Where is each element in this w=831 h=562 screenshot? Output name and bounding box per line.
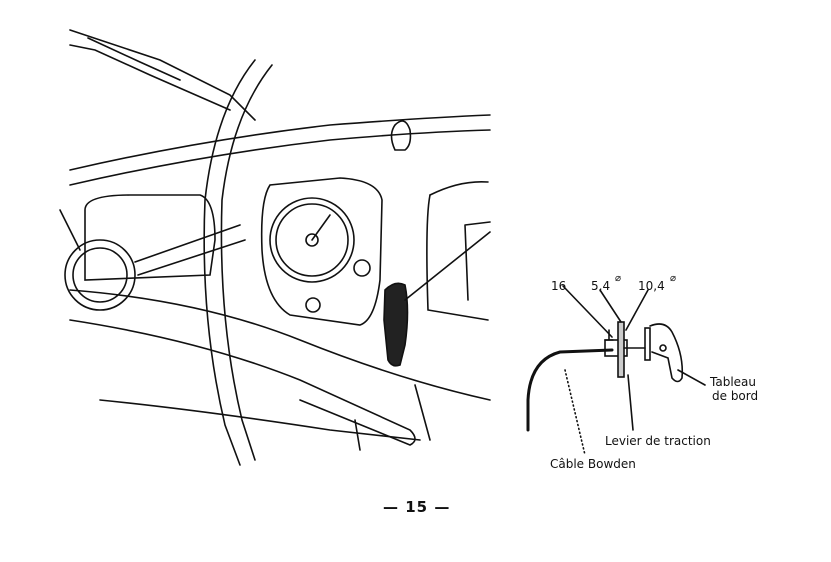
ventilation-knob (390, 120, 412, 151)
mechanism-detail (526, 285, 706, 456)
page-number: — 15 — (383, 498, 451, 516)
dashboard-panel (69, 177, 491, 451)
diameter-symbol-small: ⌀ (615, 273, 622, 284)
callout-diameter-small: 5,4 (591, 279, 611, 293)
callout-item-number: 16 (551, 279, 567, 293)
pull-lever-handle (383, 231, 491, 367)
label-bowden-cable: Câble Bowden (550, 457, 636, 471)
steering-wheel (59, 59, 416, 466)
speedometer (269, 197, 371, 313)
label-dashboard-line1: Tableau (710, 375, 756, 389)
windshield-frame (69, 29, 491, 186)
label-dashboard-line2: de bord (712, 389, 759, 403)
diameter-symbol-large: ⌀ (670, 273, 677, 284)
label-pull-lever: Levier de traction (605, 434, 711, 448)
callout-diameter-large: 10,4 (638, 279, 665, 293)
